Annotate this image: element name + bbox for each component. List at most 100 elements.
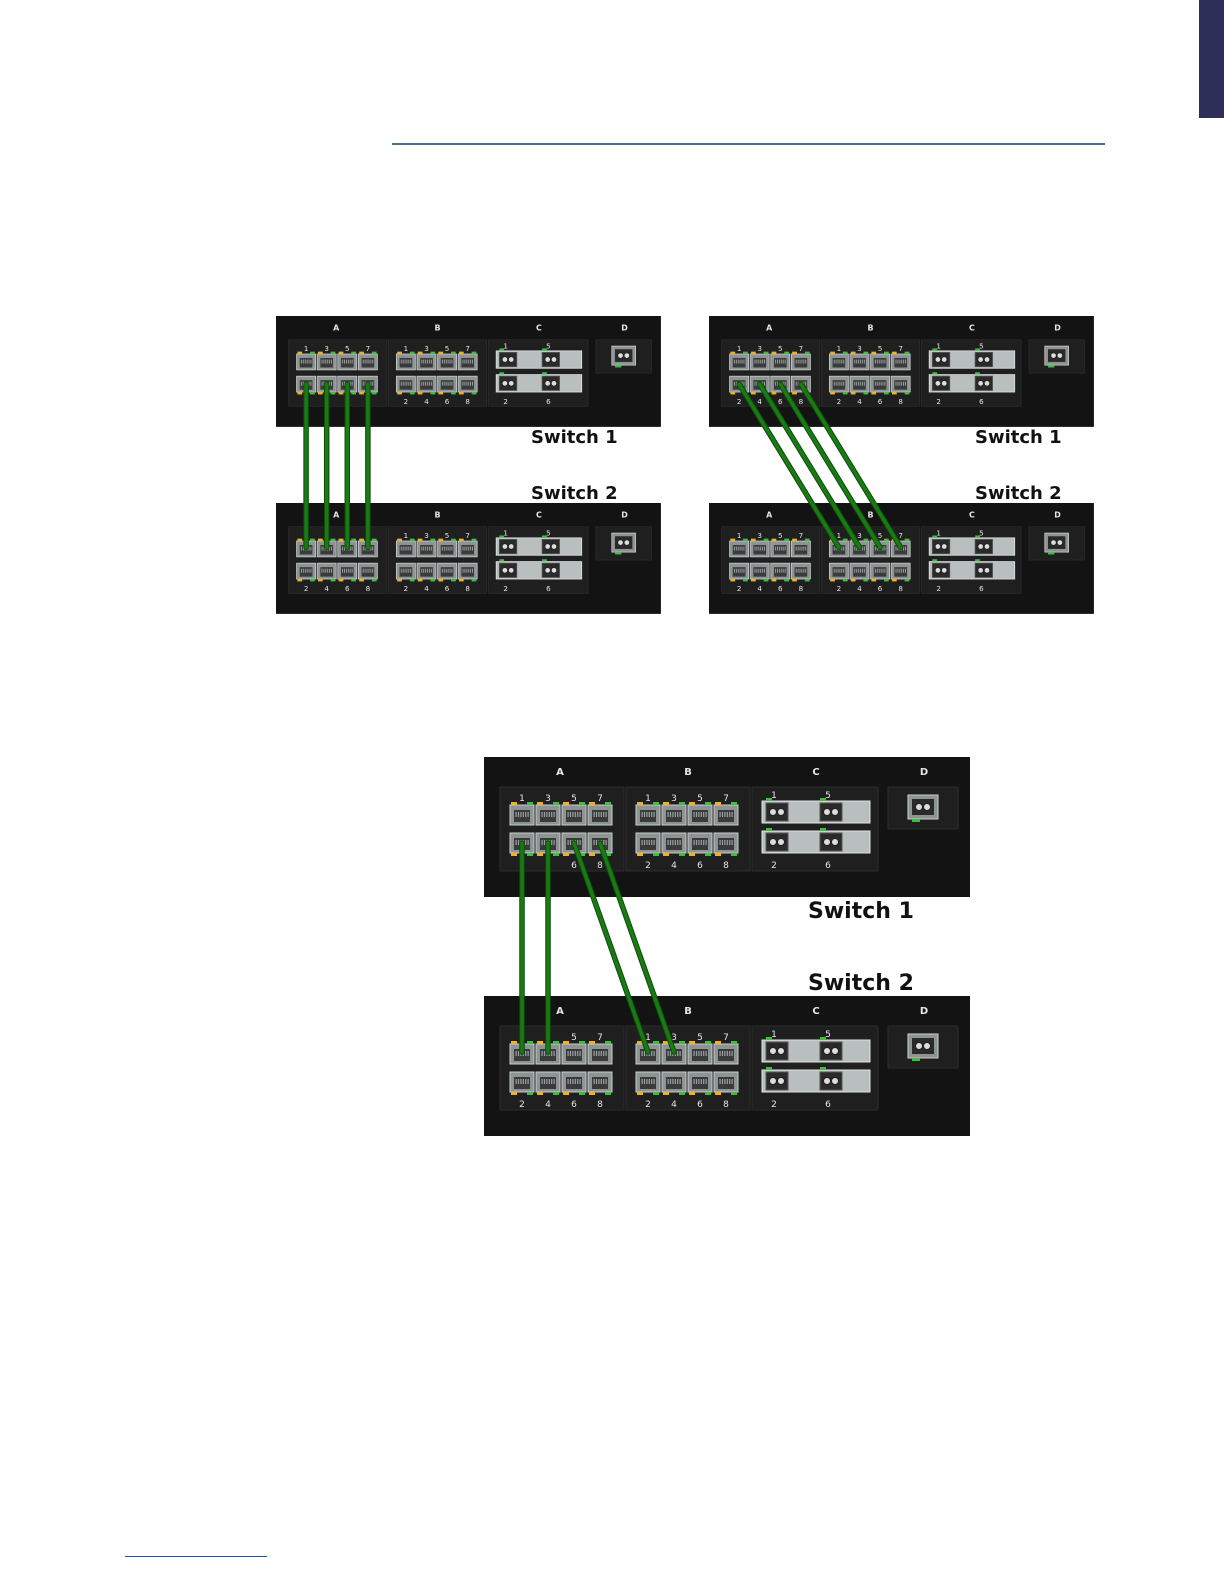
port-pin — [643, 1079, 646, 1084]
port-pin — [672, 840, 674, 845]
module-a-bay — [721, 526, 821, 594]
port-led-amber — [438, 538, 444, 542]
port-led-green — [471, 579, 477, 582]
port-pin — [445, 359, 447, 364]
port-pin — [443, 568, 445, 573]
port-pin — [598, 1079, 600, 1084]
fiber-ring — [508, 567, 515, 574]
port-pin — [351, 359, 353, 364]
port-led-green — [330, 351, 336, 355]
fiber-ring — [941, 356, 948, 363]
fiber-ring — [777, 808, 785, 816]
port-pin — [577, 840, 579, 845]
port-led-amber — [458, 538, 464, 542]
port-pin — [801, 568, 803, 573]
port-number: 6 — [697, 861, 703, 871]
port-led-amber — [850, 392, 856, 395]
port-pin — [443, 381, 445, 386]
rj45-port — [687, 832, 713, 856]
port-number: 5 — [778, 344, 783, 353]
port-pin — [719, 840, 721, 845]
port-led-green — [430, 392, 436, 395]
module-d-port — [907, 794, 939, 822]
port-led-amber — [537, 1041, 543, 1044]
port-pin — [593, 812, 595, 817]
port-pin — [370, 546, 372, 551]
port-number: 5 — [546, 528, 551, 537]
port-number: 8 — [799, 584, 804, 593]
port-led-amber — [397, 351, 402, 355]
rj45-port — [316, 351, 337, 371]
port-pin — [775, 359, 777, 364]
port-led-amber — [891, 392, 897, 395]
port-pin — [667, 1051, 669, 1056]
port-pin — [899, 381, 901, 386]
port-pin — [321, 568, 323, 573]
port-led-green — [679, 802, 685, 805]
port-pin — [342, 359, 344, 364]
port-pin — [408, 359, 410, 364]
port-led-green — [679, 1092, 685, 1095]
port-led-green — [731, 853, 737, 856]
port-led-green — [605, 1041, 611, 1044]
port-socket — [420, 567, 433, 577]
rj45-port — [535, 1071, 561, 1095]
fiber-ring — [508, 543, 515, 550]
rj45-port — [395, 538, 416, 558]
port-pin — [901, 359, 903, 364]
port-pin — [551, 812, 553, 817]
port-number: 6 — [345, 584, 350, 593]
port-pin — [884, 359, 886, 364]
port-pin — [643, 1051, 646, 1056]
module-label-d: D — [621, 510, 628, 519]
port-pin — [543, 812, 546, 817]
port-pin — [726, 812, 728, 817]
port-led-amber — [397, 538, 402, 542]
port-pin — [344, 568, 345, 573]
rj45-port — [749, 562, 770, 582]
module-label-d: D — [621, 323, 628, 332]
sfp-led — [820, 1067, 826, 1070]
port-pin — [593, 1051, 595, 1056]
port-led-amber — [297, 392, 303, 395]
port-pin — [646, 1079, 648, 1084]
port-led-green — [310, 538, 315, 542]
sfp-body — [495, 350, 583, 369]
port-pin — [721, 840, 724, 845]
port-pin — [884, 381, 886, 386]
port-pin — [470, 381, 472, 386]
port-pin — [372, 359, 374, 364]
rj45-port — [870, 375, 890, 395]
port-led-amber — [663, 802, 669, 805]
rj45-port — [561, 1071, 587, 1095]
port-pin — [735, 568, 737, 573]
rj45-port — [587, 1041, 613, 1065]
port-pin — [517, 1051, 520, 1056]
port-pin — [321, 359, 323, 364]
port-pin — [421, 546, 423, 551]
port-led-amber — [771, 579, 777, 582]
port-pin — [364, 359, 366, 364]
port-led-green — [371, 579, 377, 582]
port-pin — [756, 359, 758, 364]
port-pin — [464, 381, 466, 386]
port-pin — [425, 568, 427, 573]
port-number: 2 — [771, 1100, 777, 1110]
port-pin — [878, 568, 880, 573]
port-pin — [567, 1079, 569, 1084]
port-led-green — [451, 538, 456, 542]
fiber-ring — [550, 356, 558, 363]
port-number: 6 — [571, 861, 577, 871]
fiber-ring — [544, 380, 551, 387]
port-led-amber — [417, 579, 423, 582]
port-led-amber — [830, 579, 835, 582]
port-pin — [310, 568, 312, 573]
port-led-amber — [663, 853, 669, 856]
fiber-ring — [831, 838, 839, 846]
port-pin — [302, 546, 304, 551]
rj45-port — [713, 802, 739, 826]
port-pin — [574, 1051, 576, 1056]
port-pin — [731, 1079, 733, 1084]
port-socket — [399, 380, 413, 390]
